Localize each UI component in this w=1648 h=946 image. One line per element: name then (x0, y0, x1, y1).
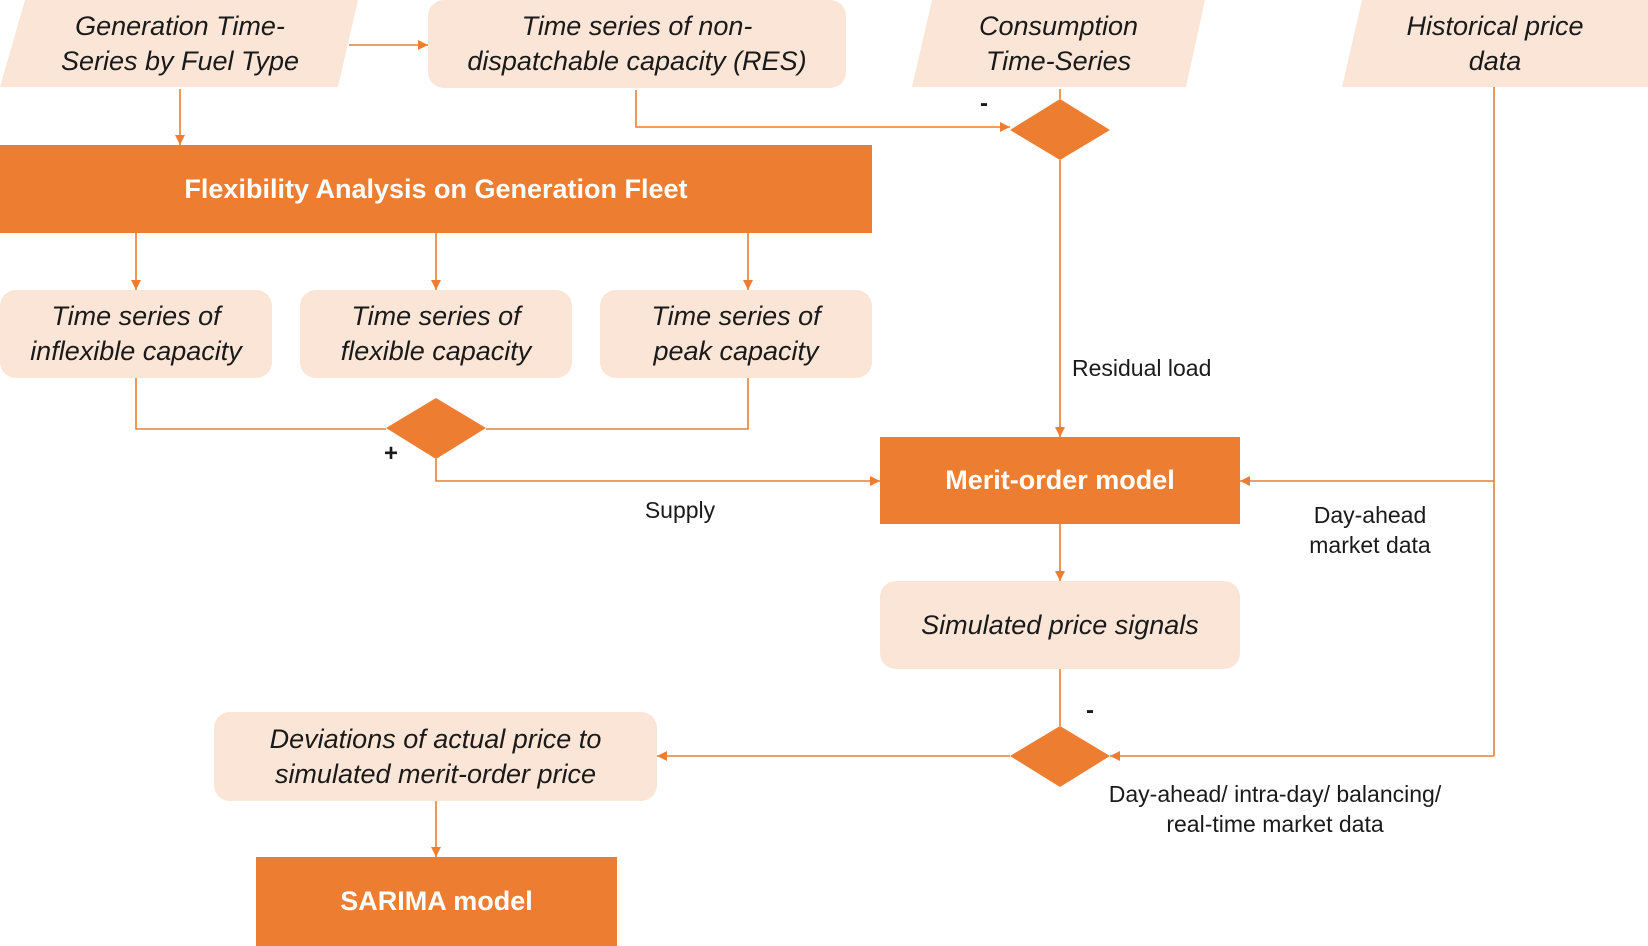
minus-sign-top: - (980, 90, 988, 117)
deviations-box (214, 712, 657, 801)
peak-label: Time series of peak capacity (651, 301, 821, 366)
supply-diamond (386, 398, 486, 459)
plus-sign: + (384, 440, 399, 467)
connector-res-to-diamond (635, 90, 1010, 132)
supply-label: Supply (644, 497, 716, 523)
residual-load-label: Residual load (1072, 355, 1212, 381)
sarima-box (256, 857, 617, 946)
connector-peak-to-diamond (486, 378, 749, 430)
merit-order-label: Merit-order model (945, 465, 1175, 495)
flexibility-box (0, 145, 872, 233)
consumption-input-shape (912, 0, 1205, 87)
historical-input-label: Historical price data (1406, 11, 1584, 76)
consumption-input-label: Consumption Time-Series (978, 11, 1139, 76)
all-markets-label: Day-ahead/ intra-day/ balancing/ real-ti… (1108, 781, 1442, 837)
inflexible-box (0, 290, 272, 378)
minus-sign-bottom: - (1086, 697, 1094, 724)
generation-input-shape (0, 0, 358, 87)
generation-input-label: Generation Time- Series by Fuel Type (60, 11, 300, 76)
connector-supply (435, 459, 880, 486)
historical-input-shape (1342, 0, 1648, 87)
merit-order-box (880, 437, 1240, 524)
simulated-label: Simulated price signals (921, 609, 1199, 640)
deviation-diamond (1010, 726, 1110, 787)
flexible-box (300, 290, 572, 378)
sarima-label: SARIMA model (340, 886, 533, 916)
flexibility-label: Flexibility Analysis on Generation Fleet (184, 173, 688, 204)
deviations-label: Deviations of actual price to simulated … (269, 723, 602, 789)
peak-box (600, 290, 872, 378)
simulated-box (880, 581, 1240, 669)
res-input-shape (428, 0, 846, 88)
res-input-label: Time series of non- dispatchable capacit… (467, 11, 807, 76)
flexible-label: Time series of flexible capacity (340, 301, 532, 366)
connector-inflexible-to-diamond (135, 378, 386, 430)
residual-diamond (1010, 99, 1110, 160)
day-ahead-label: Day-ahead market data (1309, 502, 1431, 558)
inflexible-label: Time series of inflexible capacity (30, 301, 242, 366)
